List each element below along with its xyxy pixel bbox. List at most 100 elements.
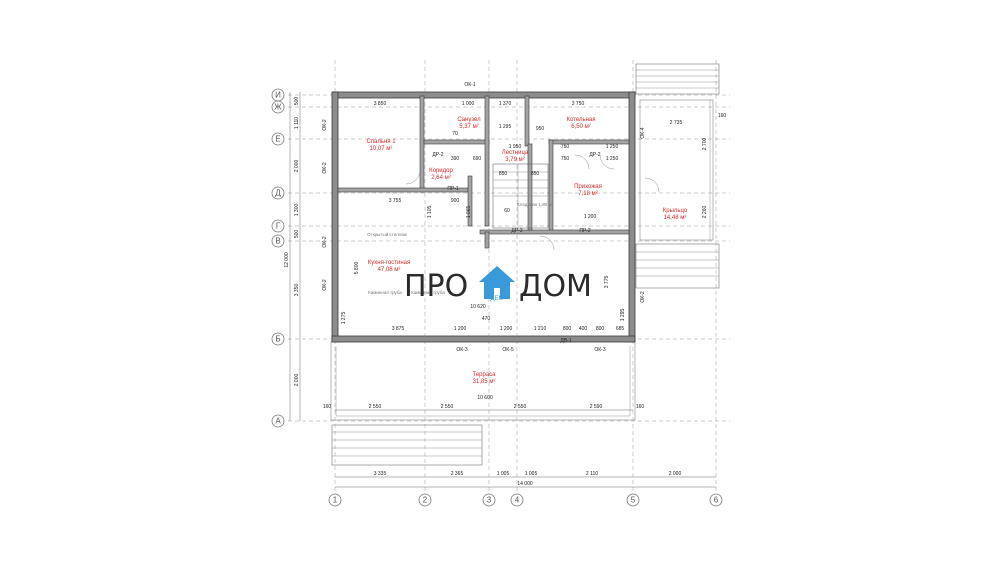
- window-label: ОК-2: [322, 279, 328, 290]
- dim-label: 2 550: [369, 404, 382, 410]
- axis-numbers-bottom: 1 2 3 4 5 6: [328, 493, 723, 507]
- opening-labels: ОК-3 ОК-5 ОК-3 ОК-2 ОК-2 ОК-2 ОК-2 ОК-4 …: [322, 119, 646, 353]
- dim-label: 2 735: [670, 120, 683, 126]
- staircase: [492, 163, 549, 229]
- axis-number: 2: [423, 496, 428, 505]
- dim-label: 750: [561, 144, 570, 150]
- axis-number: 4: [515, 496, 520, 505]
- dim-label: 2 000: [669, 471, 682, 477]
- dim-label: 3 755: [389, 198, 402, 204]
- exterior-walls: [331, 91, 636, 343]
- dim-label: 2 000: [294, 160, 300, 173]
- room-name-bedroom: Спальня 1: [366, 139, 396, 145]
- dim-label: 1 250: [606, 144, 619, 150]
- dim-label: 1 295: [499, 124, 512, 130]
- porch-steps: [635, 63, 720, 289]
- window-label: ОК-4: [640, 127, 646, 138]
- dim-label: 1 105: [427, 206, 433, 219]
- dim-label: 1 370: [499, 101, 512, 107]
- room-area-corridor: 2,64 м²: [431, 175, 450, 181]
- room-area-terrace: 31,85 м²: [473, 379, 496, 385]
- bottom-dimensions: 3 335 2 365 1 005 1 005 2 110 2 000 14 0…: [335, 471, 716, 488]
- note-chimney: Каминная труба: [411, 290, 445, 295]
- room-name-boiler: Котельная: [566, 117, 595, 123]
- room-area-kitchen: 47,08 м²: [378, 267, 401, 273]
- dim-label: 685: [616, 326, 625, 332]
- dim-total: 14 000: [517, 481, 533, 487]
- dim-label: 5 800: [354, 262, 360, 275]
- room-name-hall: Прихожая: [574, 184, 602, 190]
- dim-label: 800: [596, 326, 605, 332]
- left-dimensions: 500 1 110 2 000 1 300 500 3 350 2 000 12…: [284, 92, 301, 421]
- dim-label: 900: [451, 198, 460, 204]
- axis-letter: А: [275, 417, 281, 426]
- dim-label: 1 110: [294, 117, 300, 129]
- dim-label: 1 295: [620, 309, 626, 322]
- dim-label: 400: [579, 326, 588, 332]
- dim-label: 2 260: [702, 206, 708, 219]
- door-label: ПР-1: [447, 186, 459, 192]
- axis-letter: Б: [275, 335, 280, 344]
- dim-label: 1 200: [454, 326, 467, 332]
- axis-number: 1: [333, 496, 338, 505]
- dim-label: 690: [473, 156, 482, 162]
- axis-letter: В: [275, 237, 280, 246]
- inner-dimensions: 1 295 950 1 950 750 1 250 70 390 690 850…: [341, 124, 626, 332]
- logo-watermark: ПРО ДЕМ ДОМ: [404, 266, 592, 304]
- porch-dimensions: 2 735 160 2 700 2 260: [670, 113, 727, 218]
- top-dimensions: 3 850 1 000 1 370 3 750 ОК-1: [374, 82, 585, 107]
- dim-label: 1 005: [497, 471, 510, 477]
- dim-label: 500: [294, 230, 300, 239]
- dim-label: 3 875: [392, 326, 405, 332]
- dim-label: 160: [323, 404, 332, 410]
- room-area-porch: 14,48 м²: [664, 215, 687, 221]
- note-open-rack: Открытый стеллаж: [367, 231, 407, 237]
- room-labels: Спальня 1 10,07 м² Санузел 5,37 м² Котел…: [366, 117, 687, 385]
- dim-label: 1 200: [500, 326, 513, 332]
- window-label: ОК-2: [322, 236, 328, 247]
- terrace-steps: [331, 424, 483, 466]
- dim-label: 850: [499, 171, 508, 177]
- dim-label: 2 550: [441, 404, 454, 410]
- room-area-hall: 7,18 м²: [578, 191, 597, 197]
- dim-label: 470: [482, 316, 491, 322]
- dim-label: 2 550: [514, 404, 527, 410]
- dim-label: 10 620: [470, 304, 486, 310]
- dim-label: 2 590: [590, 404, 603, 410]
- dim-label: 160: [636, 404, 645, 410]
- axis-letter: Г: [276, 222, 281, 231]
- door-swings: [405, 154, 660, 251]
- window-label: ОК-2: [640, 291, 646, 302]
- dim-label: 3 850: [374, 101, 387, 107]
- room-name-bath: Санузел: [457, 117, 481, 123]
- dim-label: 2 000: [294, 374, 300, 387]
- note-storage: Кладовая 1,80 м²: [517, 202, 554, 207]
- dim-label: 1 000: [462, 101, 475, 107]
- logo-text-right: ДОМ: [519, 269, 592, 304]
- dim-label: 750: [561, 156, 570, 162]
- room-area-stairs: 3,79 м²: [505, 157, 524, 163]
- axis-letter: Д: [275, 189, 281, 198]
- window-label: ОК-3: [456, 347, 467, 353]
- dim-label: 1 210: [534, 326, 547, 332]
- room-name-porch: Крыльцо: [663, 208, 688, 214]
- house-logo-icon: [479, 266, 515, 299]
- dim-label: 800: [563, 326, 572, 332]
- window-label: ОК-5: [502, 347, 513, 353]
- dim-label: 950: [536, 126, 545, 132]
- dim-label: 3 750: [572, 101, 585, 107]
- room-area-boiler: 6,50 м²: [571, 124, 590, 130]
- dim-label: 160: [718, 113, 727, 119]
- door-label: ПР-2: [579, 228, 591, 234]
- dim-label: 3 775: [604, 276, 610, 289]
- dim-label: 3 335: [374, 471, 387, 477]
- room-name-stairs: Лестница: [502, 150, 529, 156]
- dim-label: 1 005: [525, 471, 538, 477]
- dim-label: 2 365: [451, 471, 464, 477]
- window-label: ОК-1: [464, 82, 475, 88]
- door-label: ДР-3: [511, 228, 522, 234]
- dim-label: 390: [451, 156, 460, 162]
- axis-number: 3: [487, 496, 492, 505]
- interior-walls: [337, 95, 630, 249]
